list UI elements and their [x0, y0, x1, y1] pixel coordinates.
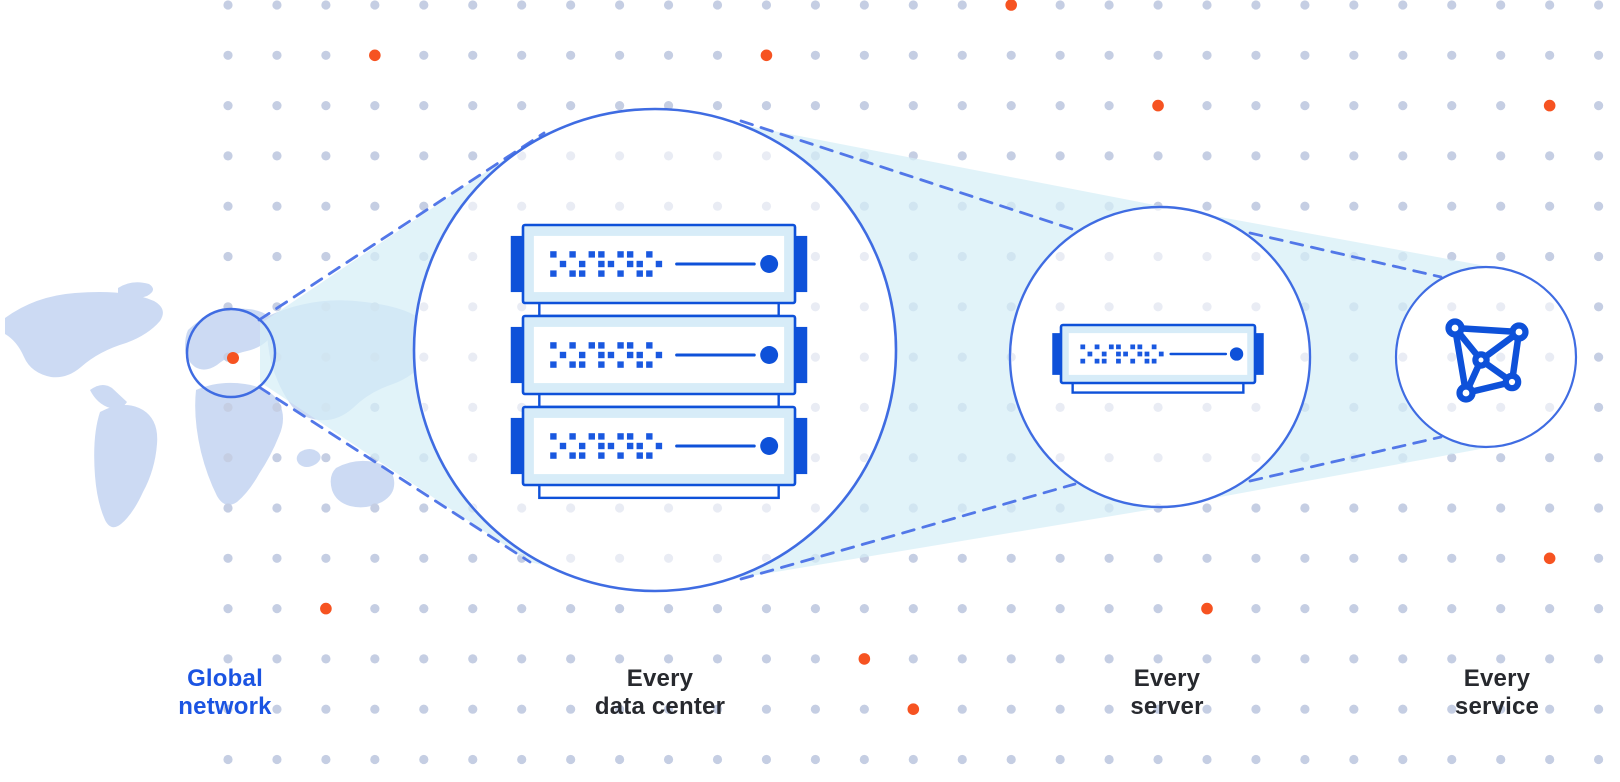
caption-every-server: Every server [1047, 665, 1287, 721]
caption-line: data center [594, 693, 726, 720]
caption-line: service [1454, 693, 1540, 720]
mesh-node [1502, 372, 1522, 392]
caption-global-network: Global network [105, 665, 345, 721]
server-led-dot [1229, 347, 1244, 361]
faint-dot-grid [1398, 302, 1555, 412]
server-unit [510, 223, 808, 318]
server-led-dot [760, 346, 779, 364]
server-unit [510, 405, 808, 500]
network-mesh-icon [1445, 318, 1529, 403]
caption-line: network [178, 693, 272, 720]
caption-line: Every [1133, 665, 1201, 692]
caption-line: Every [1463, 665, 1531, 692]
caption-line: Global [187, 665, 263, 692]
server-rack-icon [510, 223, 808, 500]
mesh-node [1456, 383, 1476, 403]
mesh-node [1445, 318, 1465, 338]
mesh-edge [1451, 324, 1470, 397]
server-led-dot [760, 255, 779, 273]
globe-highlight [185, 307, 277, 399]
server-led-dot [760, 437, 779, 455]
server-unit [1052, 323, 1264, 394]
caption-every-service: Every service [1377, 665, 1617, 721]
globe-highlight-ring [185, 307, 277, 399]
mesh-edge [1451, 324, 1523, 336]
dashed-guide-lines [257, 119, 1443, 581]
mesh-node [1509, 322, 1529, 342]
location-dot-icon [227, 352, 239, 364]
caption-line: Every [626, 665, 694, 692]
caption-line: server [1130, 693, 1204, 720]
mesh-node [1472, 351, 1490, 369]
server-unit [510, 314, 808, 409]
caption-every-data-center: Every data center [540, 665, 780, 721]
server-icon [1052, 323, 1264, 394]
